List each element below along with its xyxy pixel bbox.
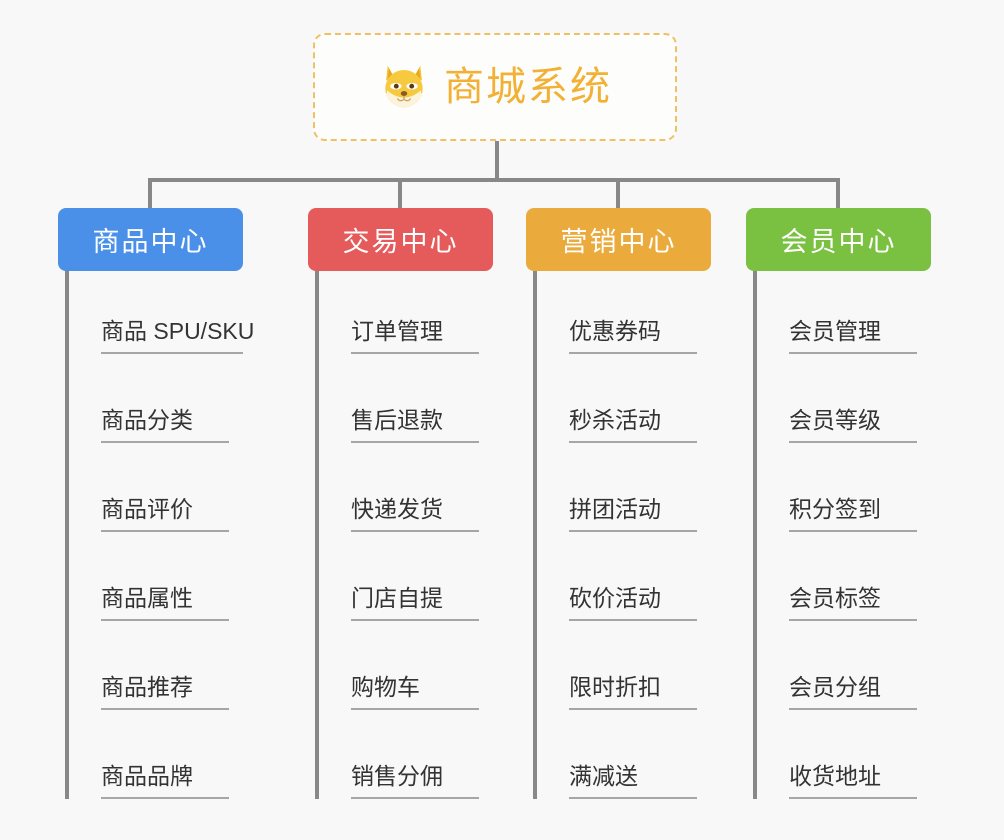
root-title: 商城系统 — [444, 65, 612, 109]
branch-header-2[interactable]: 交易中心 — [308, 208, 493, 271]
leaf-item[interactable]: 购物车 — [308, 627, 493, 716]
connector-drop-1 — [148, 178, 152, 208]
leaf-item[interactable]: 限时折扣 — [526, 627, 711, 716]
leaf-item[interactable]: 销售分佣 — [308, 716, 493, 805]
branch-header-1[interactable]: 商品中心 — [58, 208, 243, 271]
leaf-item[interactable]: 商品属性 — [58, 538, 243, 627]
leaf-item[interactable]: 商品品牌 — [58, 716, 243, 805]
leaf-item-label: 拼团活动 — [569, 496, 697, 532]
branch-header-label: 商品中心 — [92, 227, 209, 257]
leaf-item[interactable]: 会员等级 — [746, 360, 931, 449]
leaf-item-label: 秒杀活动 — [569, 407, 697, 443]
branch-header-label: 营销中心 — [560, 227, 677, 257]
leaf-item-label: 购物车 — [351, 674, 479, 710]
connector-horizontal-bus — [150, 178, 838, 182]
connector-drop-3 — [616, 178, 620, 208]
leaf-item-label: 商品 SPU/SKU — [101, 318, 254, 354]
leaf-item-label: 售后退款 — [351, 407, 479, 443]
branch-header-label: 交易中心 — [342, 227, 459, 257]
leaf-item[interactable]: 商品推荐 — [58, 627, 243, 716]
leaf-item-label: 收货地址 — [789, 763, 917, 799]
leaf-item-label: 快递发货 — [351, 496, 479, 532]
branch-spine-4 — [753, 271, 757, 799]
leaf-item[interactable]: 订单管理 — [308, 271, 493, 360]
branch-column-3: 营销中心优惠券码秒杀活动拼团活动砍价活动限时折扣满减送 — [526, 208, 711, 805]
leaf-item-label: 会员标签 — [789, 585, 917, 621]
leaf-item[interactable]: 砍价活动 — [526, 538, 711, 627]
branch-header-4[interactable]: 会员中心 — [746, 208, 931, 271]
leaf-item-label: 会员分组 — [789, 674, 917, 710]
leaf-item-label: 商品评价 — [101, 496, 229, 532]
leaf-item[interactable]: 优惠券码 — [526, 271, 711, 360]
leaf-list-4: 会员管理会员等级积分签到会员标签会员分组收货地址 — [746, 271, 931, 805]
leaf-item[interactable]: 满减送 — [526, 716, 711, 805]
branch-spine-3 — [533, 271, 537, 799]
leaf-item-label: 积分签到 — [789, 496, 917, 532]
branch-spine-1 — [65, 271, 69, 799]
leaf-item-label: 砍价活动 — [569, 585, 697, 621]
leaf-item[interactable]: 会员标签 — [746, 538, 931, 627]
leaf-item[interactable]: 会员管理 — [746, 271, 931, 360]
leaf-item[interactable]: 门店自提 — [308, 538, 493, 627]
leaf-item[interactable]: 拼团活动 — [526, 449, 711, 538]
connector-root-stem — [495, 141, 499, 181]
leaf-item-label: 商品分类 — [101, 407, 229, 443]
connector-drop-2 — [398, 178, 402, 208]
leaf-list-2: 订单管理售后退款快递发货门店自提购物车销售分佣 — [308, 271, 493, 805]
leaf-item-label: 满减送 — [569, 763, 697, 799]
leaf-item-label: 商品品牌 — [101, 763, 229, 799]
leaf-item-label: 会员管理 — [789, 318, 917, 354]
leaf-item[interactable]: 会员分组 — [746, 627, 931, 716]
branch-header-3[interactable]: 营销中心 — [526, 208, 711, 271]
leaf-item[interactable]: 收货地址 — [746, 716, 931, 805]
leaf-item[interactable]: 快递发货 — [308, 449, 493, 538]
leaf-list-3: 优惠券码秒杀活动拼团活动砍价活动限时折扣满减送 — [526, 271, 711, 805]
leaf-item-label: 门店自提 — [351, 585, 479, 621]
leaf-item[interactable]: 商品评价 — [58, 449, 243, 538]
leaf-item-label: 商品属性 — [101, 585, 229, 621]
shiba-dog-icon — [378, 61, 430, 113]
leaf-item-label: 销售分佣 — [351, 763, 479, 799]
connector-drop-4 — [836, 178, 840, 208]
leaf-item[interactable]: 商品 SPU/SKU — [58, 271, 254, 360]
leaf-item[interactable]: 售后退款 — [308, 360, 493, 449]
leaf-item-label: 优惠券码 — [569, 318, 697, 354]
branch-column-2: 交易中心订单管理售后退款快递发货门店自提购物车销售分佣 — [308, 208, 493, 805]
branch-column-4: 会员中心会员管理会员等级积分签到会员标签会员分组收货地址 — [746, 208, 931, 805]
leaf-item-label: 商品推荐 — [101, 674, 229, 710]
leaf-list-1: 商品 SPU/SKU 商品分类商品评价商品属性商品推荐商品品牌 — [58, 271, 254, 805]
branch-spine-2 — [315, 271, 319, 799]
leaf-item-label: 订单管理 — [351, 318, 479, 354]
root-node[interactable]: 商城系统 — [313, 33, 677, 141]
leaf-item[interactable]: 秒杀活动 — [526, 360, 711, 449]
leaf-item[interactable]: 积分签到 — [746, 449, 931, 538]
branch-header-label: 会员中心 — [780, 227, 897, 257]
leaf-item-label: 限时折扣 — [569, 674, 697, 710]
leaf-item-label: 会员等级 — [789, 407, 917, 443]
branch-column-1: 商品中心商品 SPU/SKU 商品分类商品评价商品属性商品推荐商品品牌 — [58, 208, 254, 805]
leaf-item[interactable]: 商品分类 — [58, 360, 243, 449]
